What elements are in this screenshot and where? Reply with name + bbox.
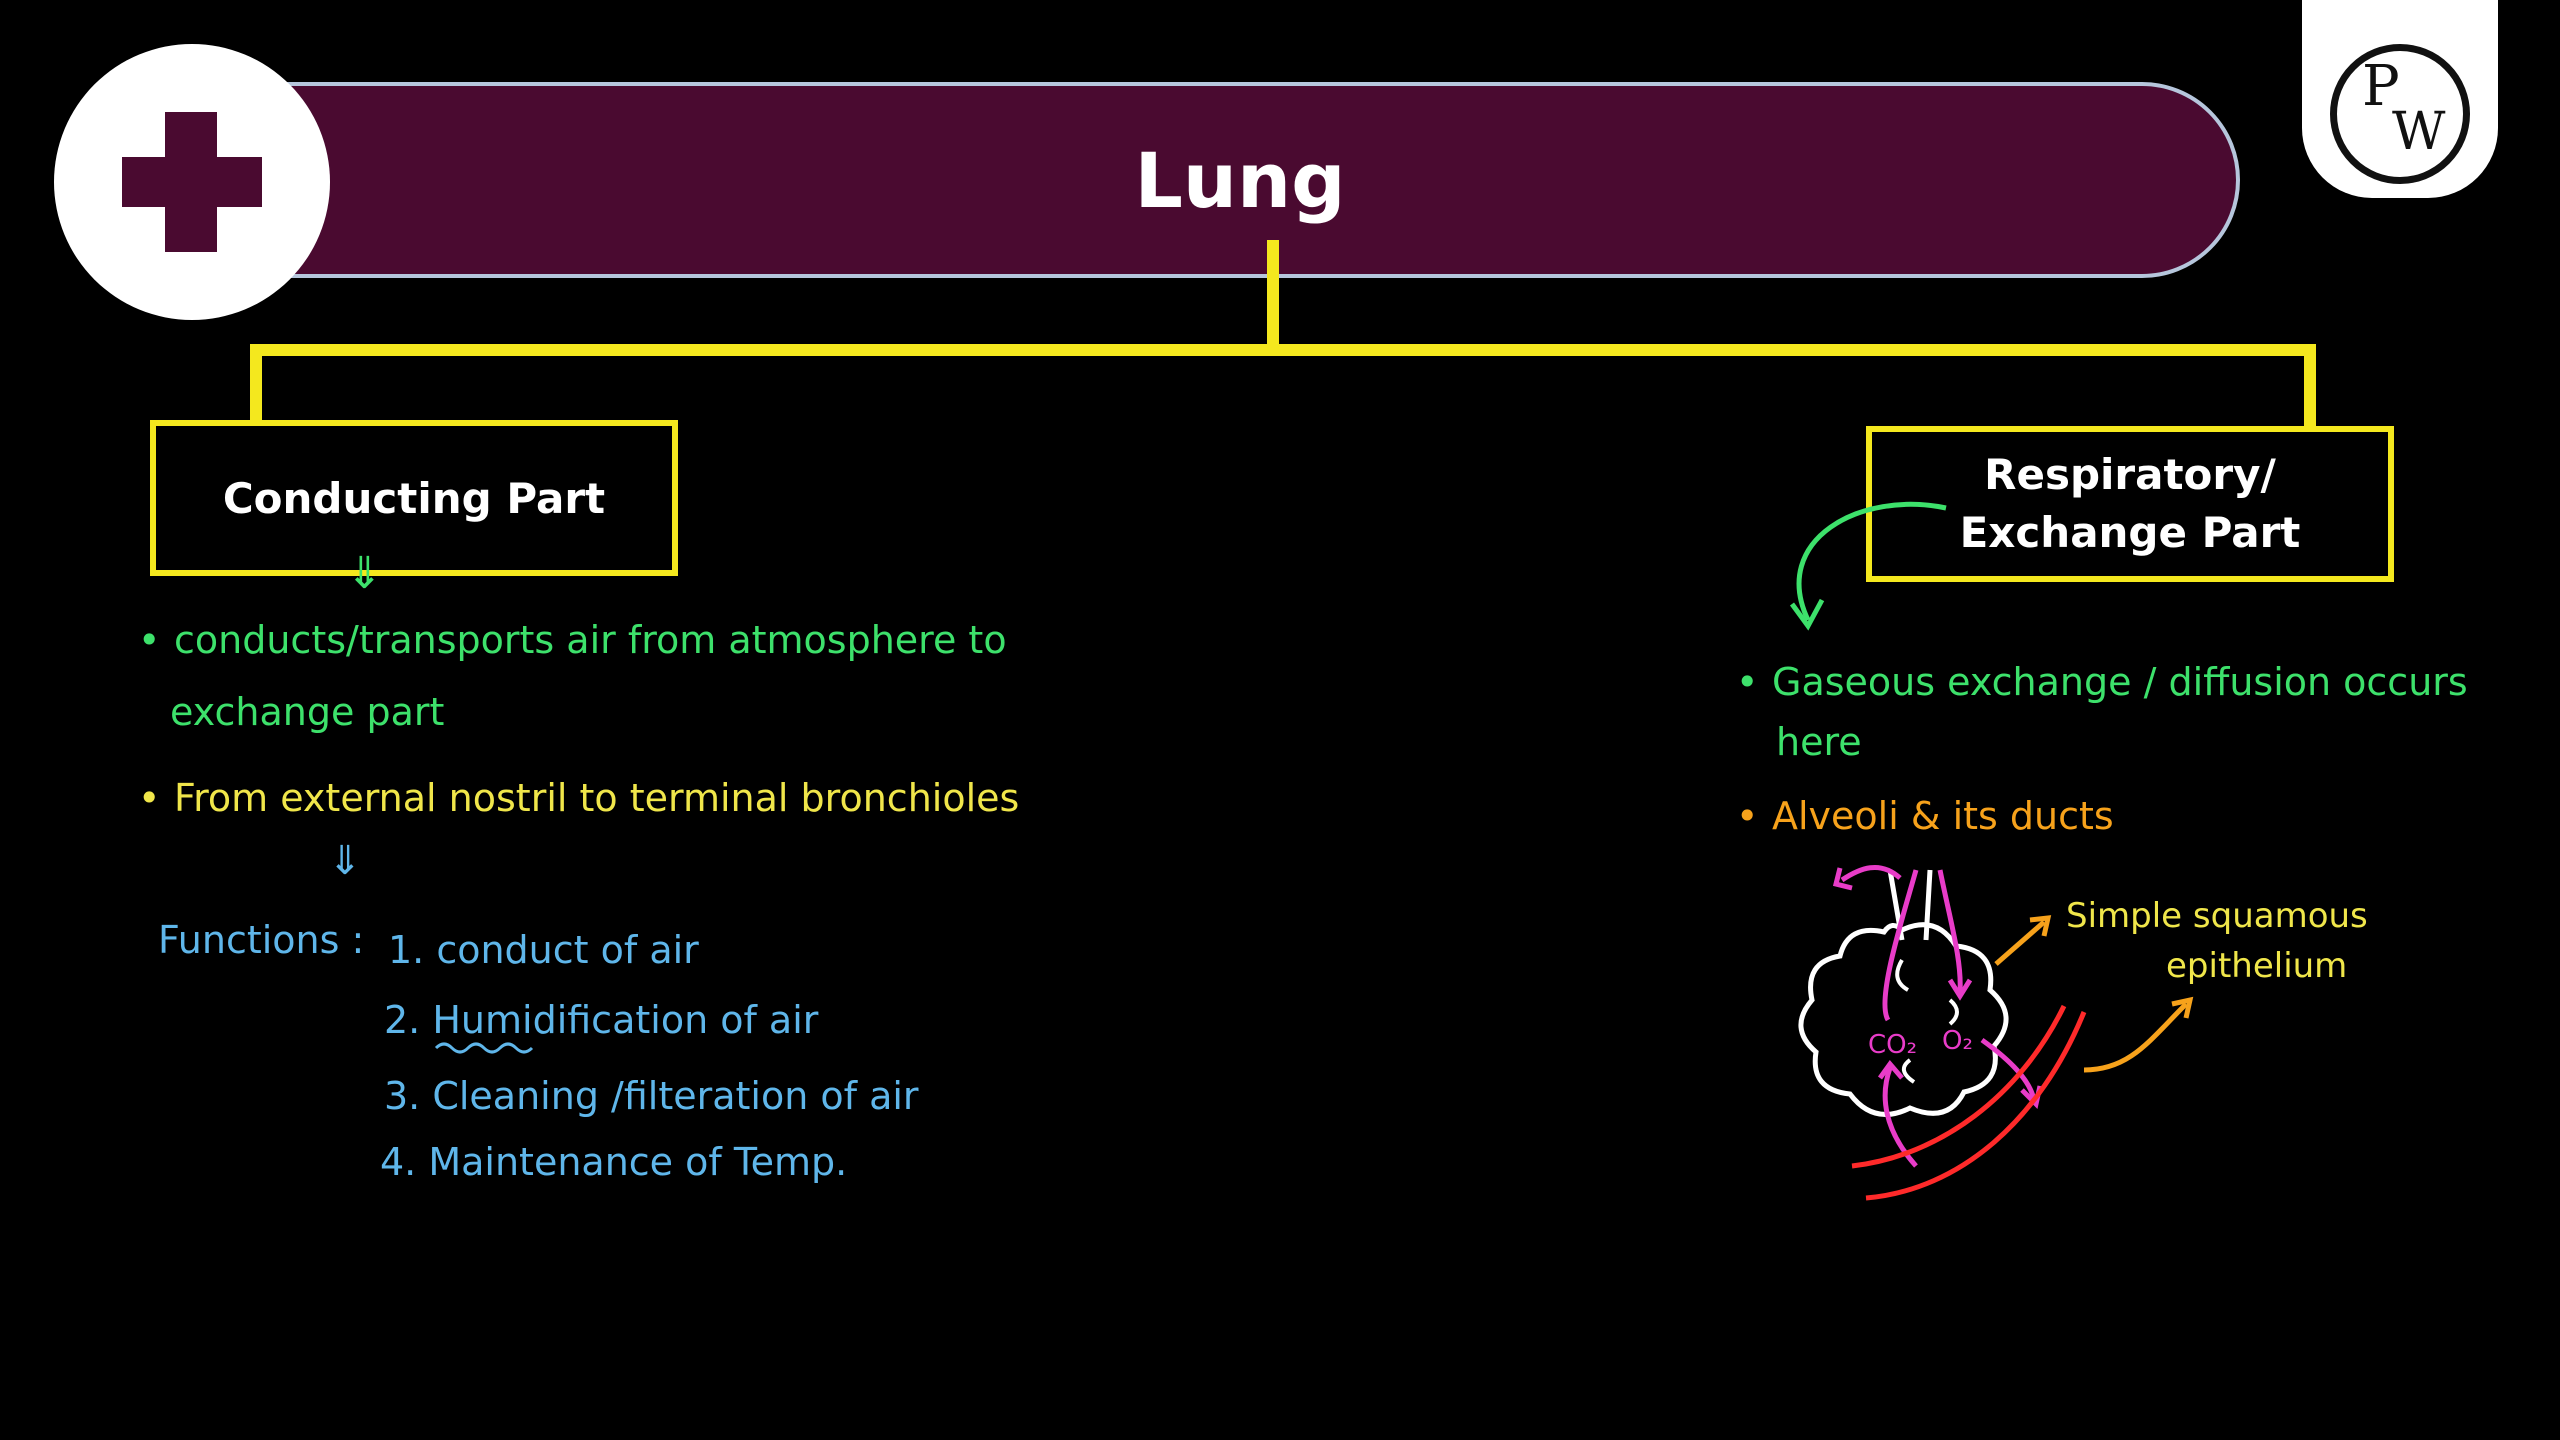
connector-left-drop <box>250 344 262 424</box>
green-curve-arrow <box>1796 501 1947 622</box>
epithelium-label-line2: epithelium <box>2166 946 2348 986</box>
capillary-wall-outer <box>1865 1011 2087 1201</box>
humidification-underline <box>434 1042 534 1054</box>
conducting-part-box: Conducting Part <box>150 420 678 576</box>
connector-stem <box>1267 240 1279 350</box>
pw-logo-ring <box>2330 44 2470 184</box>
gas-arrow-out <box>1882 869 1919 1022</box>
small-down-arrow: ⇓ <box>346 548 383 599</box>
function-item-4: 4. Maintenance of Temp. <box>380 1140 848 1184</box>
respiratory-point-1-cont: here <box>1776 720 1862 764</box>
function-item-2: 2. Humidification of air <box>384 998 819 1042</box>
bullet: • <box>1736 794 1759 838</box>
connector-right-drop <box>2304 344 2316 430</box>
connector-horizontal <box>250 344 2316 356</box>
respiratory-point-2-text: Alveoli & its ducts <box>1772 794 2114 838</box>
conducting-point-1-cont: exchange part <box>170 690 445 734</box>
conducting-point-2: • From external nostril to terminal bronc… <box>138 776 1019 820</box>
conducting-point-1: • conducts/transports air from atmosphere… <box>138 618 1007 662</box>
respiratory-label-line2: Exchange Part <box>1959 508 2301 557</box>
epithelium-pointer-2 <box>2083 1002 2188 1073</box>
diagram-title: Lung <box>1134 135 1346 225</box>
title-banner <box>240 82 2240 278</box>
function-item-1: 1. conduct of air <box>388 928 699 972</box>
epithelium-label-line1: Simple squamous <box>2066 896 2368 936</box>
functions-label: Functions : <box>158 918 365 962</box>
epithelium-pointer-2-head <box>2171 996 2194 1019</box>
bullet: • <box>1736 660 1759 704</box>
alveolar-duct <box>1887 869 1933 941</box>
gas-arrow-out-top <box>1840 864 1902 883</box>
conducting-point-1-text: conducts/transports air from atmosphere … <box>174 618 1007 662</box>
respiratory-part-box: Respiratory/ Exchange Part <box>1866 426 2394 582</box>
respiratory-label-line1: Respiratory/ <box>1984 450 2276 499</box>
respiratory-point-1-text: Gaseous exchange / diffusion occurs <box>1772 660 2468 704</box>
respiratory-point-1: • Gaseous exchange / diffusion occurs <box>1736 660 2468 704</box>
pw-logo-p: P <box>2362 54 2400 119</box>
function-item-3: 3. Cleaning /filteration of air <box>384 1074 919 1118</box>
respiratory-point-2: • Alveoli & its ducts <box>1736 794 2114 838</box>
alveolus-icon <box>1798 922 2009 1117</box>
gas-arrow-in-head <box>1947 978 1973 1001</box>
bullet: • <box>138 618 161 662</box>
functions-arrow: ⇓ <box>328 838 362 884</box>
cross-horizontal-bar <box>122 157 262 207</box>
epithelium-pointer-1 <box>1994 920 2046 966</box>
co2-label: CO₂ <box>1868 1030 1918 1060</box>
alveolus-inner-lines <box>1895 958 1959 1084</box>
gas-arrow-in <box>1937 869 1963 993</box>
epithelium-pointer-1-head <box>2029 915 2052 937</box>
pw-logo-w: W <box>2392 102 2446 162</box>
conducting-point-2-text: From external nostril to terminal bronch… <box>174 776 1020 820</box>
bullet: • <box>138 776 161 820</box>
capillary-wall-inner <box>1851 1004 2067 1169</box>
o2-arrow-to-blood <box>1980 1037 2037 1101</box>
conducting-part-label: Conducting Part <box>222 473 606 523</box>
gas-arrow-out-head <box>1832 867 1853 891</box>
co2-arrow-head <box>1877 1059 1904 1080</box>
green-curve-arrowhead <box>1789 598 1825 631</box>
o2-label: O₂ <box>1942 1026 1973 1056</box>
